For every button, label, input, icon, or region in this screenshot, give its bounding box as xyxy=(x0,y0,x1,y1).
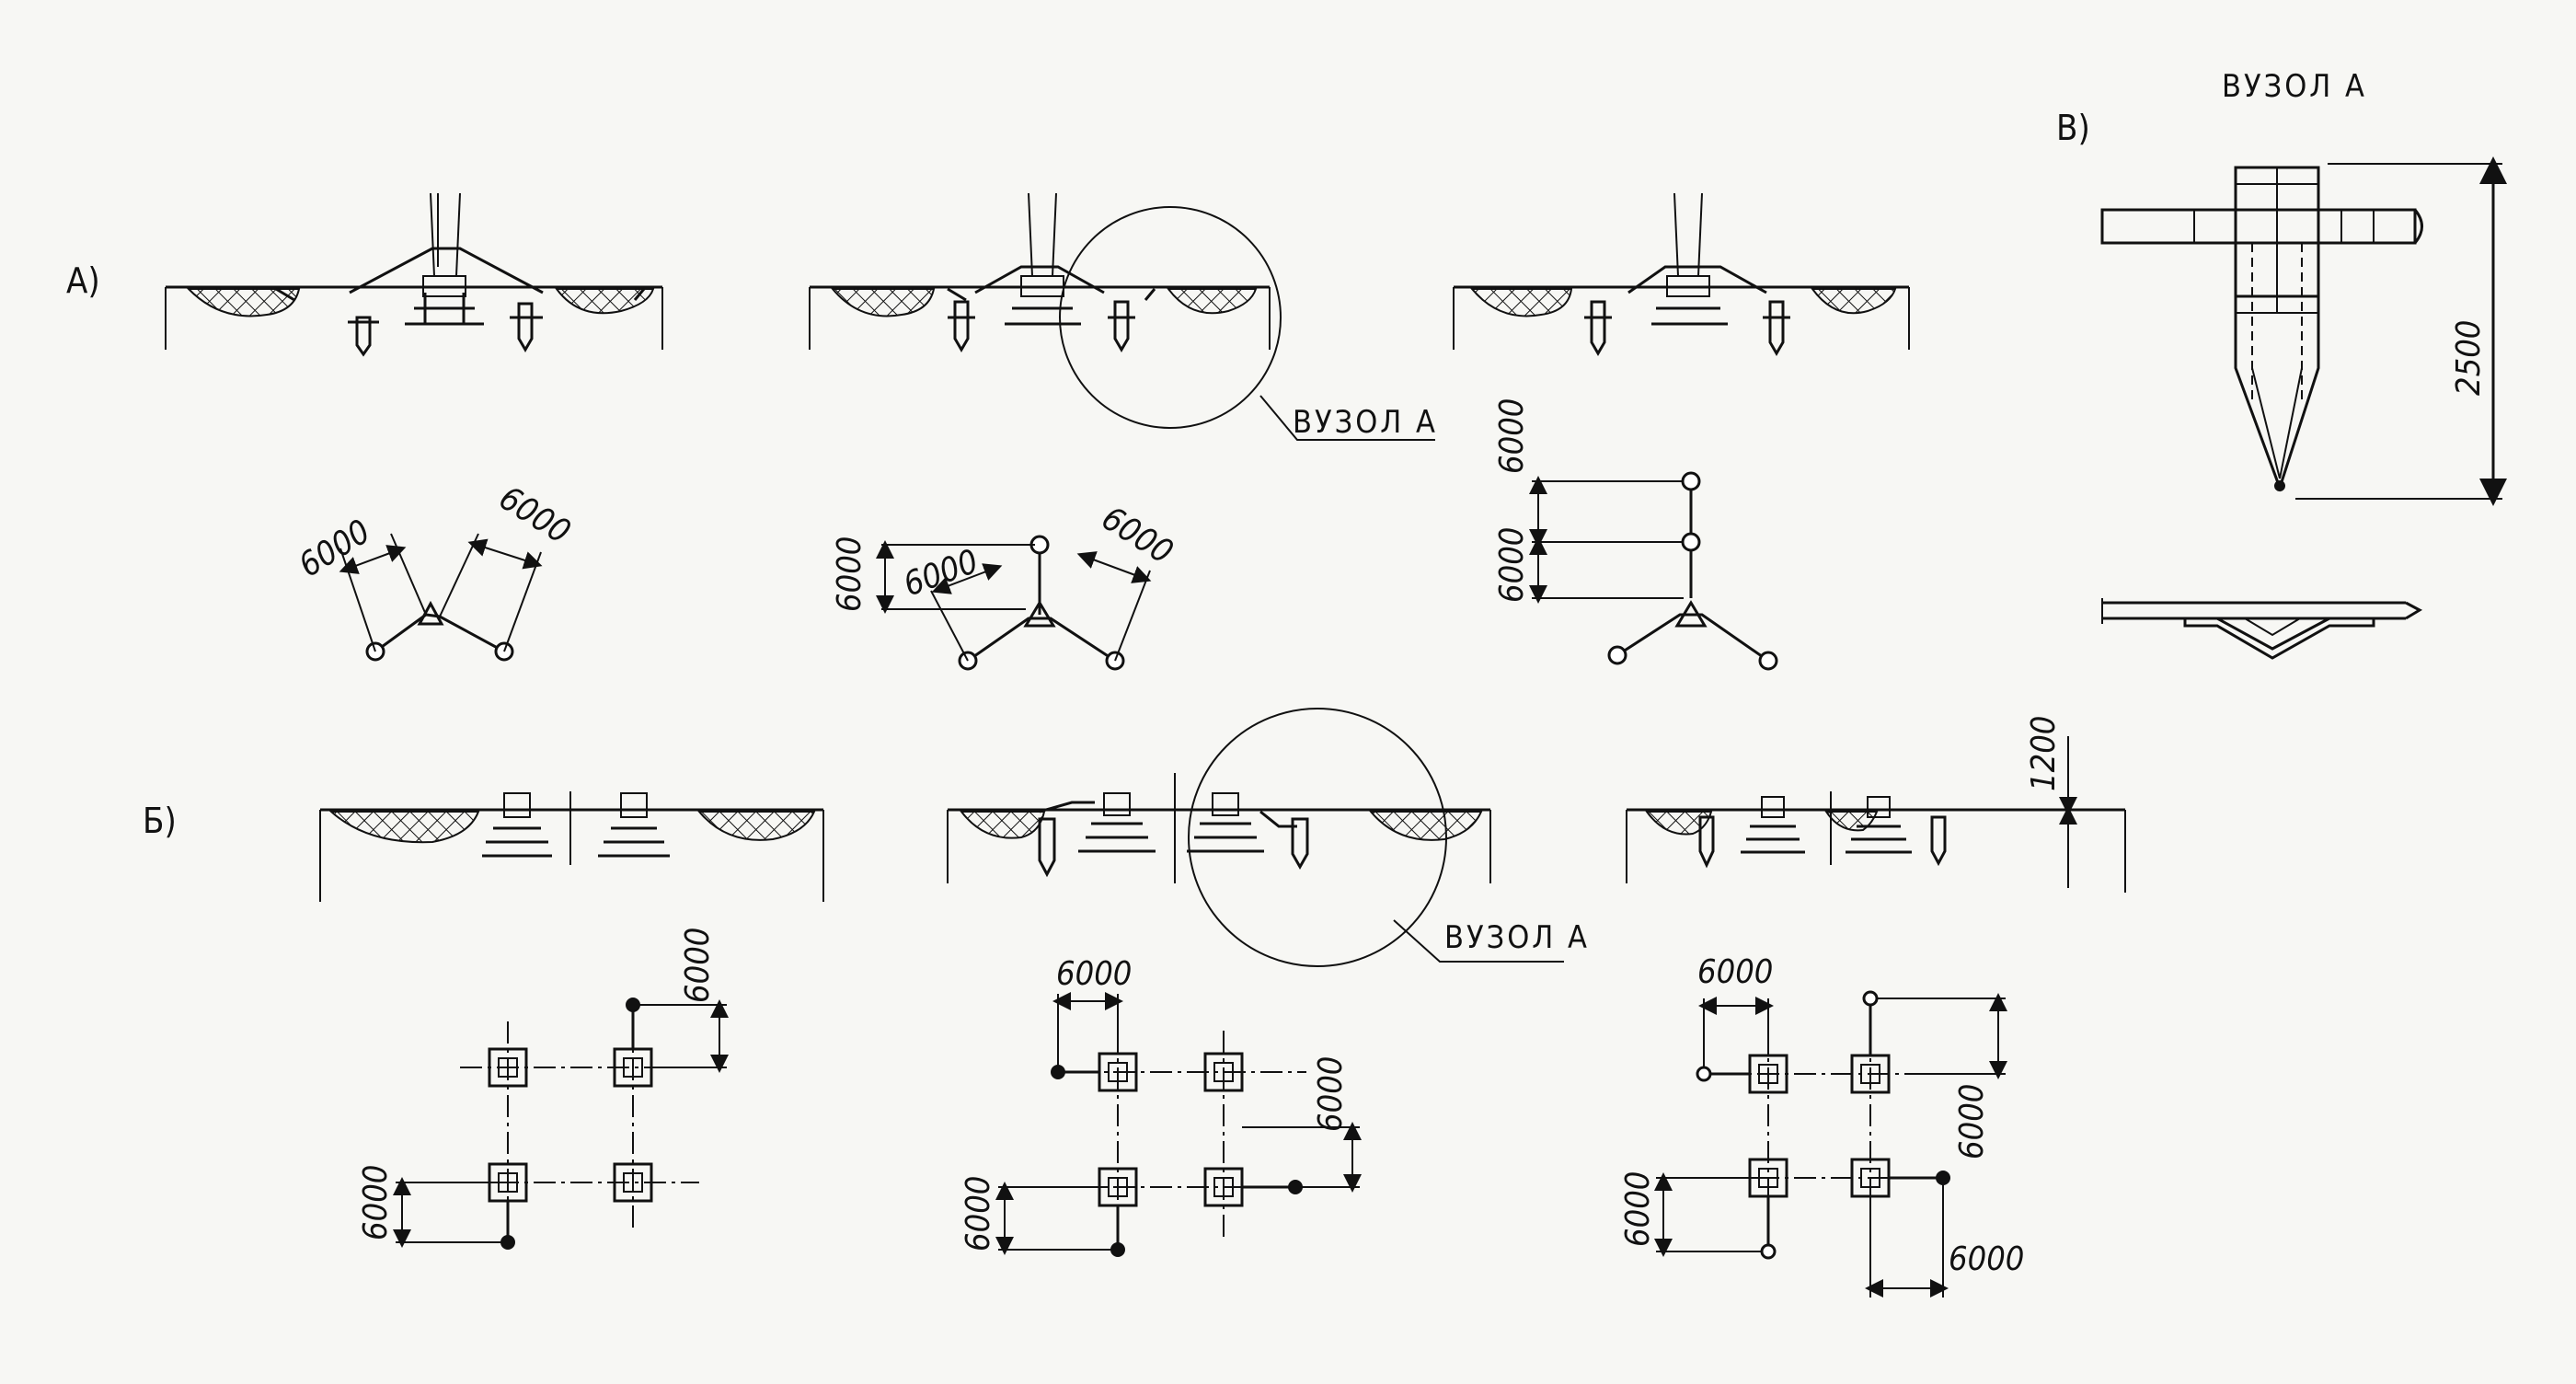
b-plan-2: 6000 6000 6000 xyxy=(960,955,1362,1257)
a-plan-2: 6000 6000 6000 xyxy=(831,500,1179,671)
svg-text:Б): Б) xyxy=(143,801,177,841)
svg-text:6000: 6000 xyxy=(831,536,868,612)
a-elevation-3 xyxy=(1453,192,1910,356)
svg-text:6000: 6000 xyxy=(492,479,577,551)
section-b-label: Б) xyxy=(143,801,177,841)
svg-text:6000: 6000 xyxy=(1493,527,1531,603)
svg-text:1200: 1200 xyxy=(2025,716,2063,791)
svg-text:6000: 6000 xyxy=(293,513,377,584)
svg-text:6000: 6000 xyxy=(1056,955,1132,993)
b-plan-3: 6000 6000 6000 6000 xyxy=(1619,953,2024,1298)
a-plan-1: 6000 6000 xyxy=(293,479,577,662)
a-plan-3: 6000 6000 xyxy=(1493,398,1778,671)
a-elevation-1 xyxy=(165,192,663,357)
svg-text:6000: 6000 xyxy=(1949,1240,2024,1278)
node-a-callout-circle-mid xyxy=(1188,708,1447,967)
svg-text:6000: 6000 xyxy=(1493,398,1531,474)
svg-text:6000: 6000 xyxy=(1697,953,1773,991)
node-a-detail-title: ВУЗОЛ А xyxy=(2222,68,2367,105)
b-plan-1: 6000 6000 xyxy=(357,928,729,1250)
svg-text:6000: 6000 xyxy=(960,1176,997,1251)
svg-text:6000: 6000 xyxy=(1312,1056,1350,1132)
svg-text:6000: 6000 xyxy=(679,928,717,1003)
svg-text:6000: 6000 xyxy=(899,543,983,605)
svg-text:A): A) xyxy=(66,260,100,301)
svg-text:6000: 6000 xyxy=(357,1165,395,1240)
section-a-label: A) xyxy=(66,260,100,301)
section-v-label: B) xyxy=(2056,108,2090,148)
svg-text:6000: 6000 xyxy=(1953,1084,1991,1159)
svg-text:B): B) xyxy=(2056,108,2090,148)
node-a-callout-label-mid: ВУЗОЛ А xyxy=(1444,919,1590,956)
node-a-detail: ВУЗОЛ А 2500 xyxy=(2100,68,2507,660)
node-a-callout-label-top: ВУЗОЛ А xyxy=(1293,404,1438,441)
b-elevation-3: 1200 xyxy=(1626,716,2126,893)
b-elevation-2: ВУЗОЛ А xyxy=(947,708,1590,967)
a-elevation-2: ВУЗОЛ А xyxy=(809,192,1438,441)
node-a-callout-circle-top xyxy=(1059,206,1282,429)
svg-text:6000: 6000 xyxy=(1095,500,1179,571)
svg-text:2500: 2500 xyxy=(2450,320,2488,396)
b-elevation-1 xyxy=(319,791,824,902)
svg-text:6000: 6000 xyxy=(1619,1171,1657,1247)
